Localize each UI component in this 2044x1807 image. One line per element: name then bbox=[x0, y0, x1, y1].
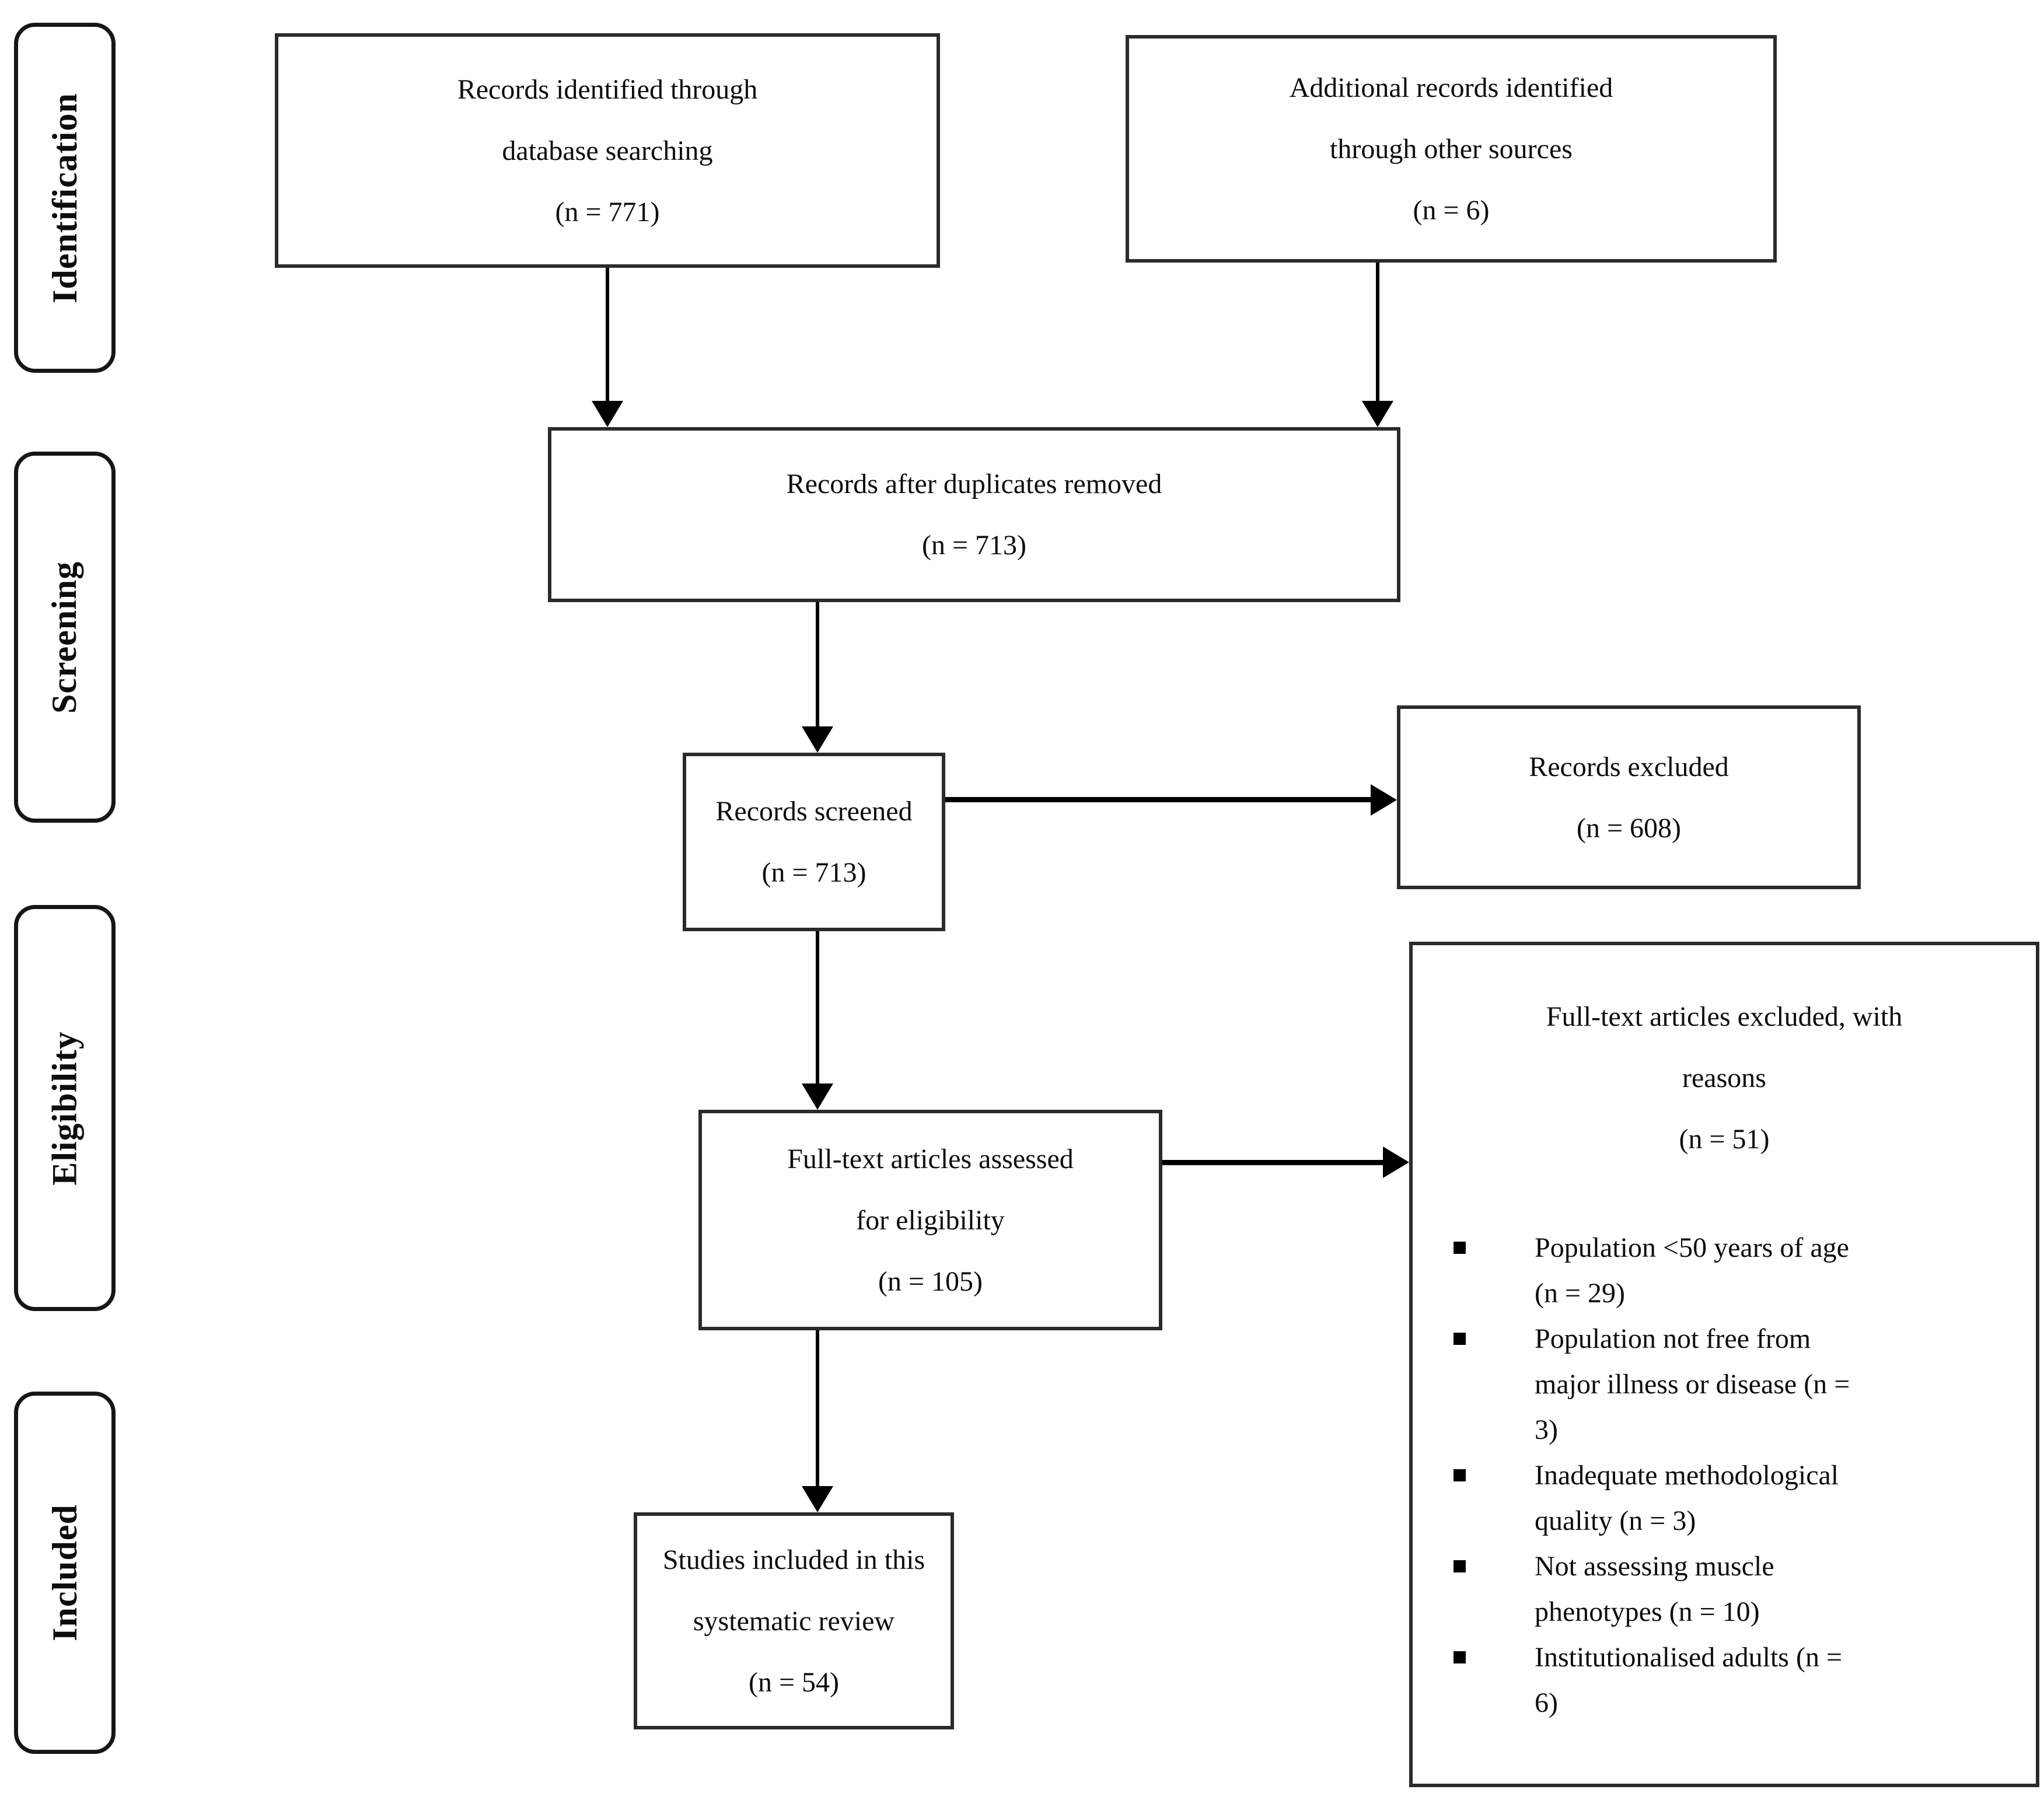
box-records-screened: Records screened (n = 713) bbox=[683, 753, 945, 931]
arrow-fulltext-to-included bbox=[816, 1330, 819, 1486]
exclusion-reason-text: Not assessing muscle phenotypes (n = 10) bbox=[1535, 1551, 1774, 1627]
arrow-screened-to-fulltext bbox=[816, 931, 819, 1083]
arrow-fulltext-to-excluded bbox=[1162, 1160, 1383, 1165]
box-records-screened-text: Records screened (n = 713) bbox=[715, 796, 913, 888]
box-studies-included: Studies included in this systematic revi… bbox=[634, 1512, 954, 1729]
box-fulltext-excluded: Full-text articles excluded, with reason… bbox=[1409, 942, 2039, 1787]
bullet-square-icon bbox=[1453, 1242, 1466, 1254]
box-fulltext-assessed: Full-text articles assessed for eligibil… bbox=[698, 1110, 1162, 1330]
box-fulltext-assessed-text: Full-text articles assessed for eligibil… bbox=[787, 1143, 1074, 1297]
arrow-identified-to-duplicates bbox=[606, 268, 609, 401]
box-after-duplicates: Records after duplicates removed (n = 71… bbox=[548, 427, 1400, 602]
stage-eligibility-label: Eligibility bbox=[45, 1030, 84, 1186]
arrowhead-down-icon bbox=[802, 1486, 833, 1512]
box-records-identified-text: Records identified through database sear… bbox=[457, 74, 758, 228]
box-studies-included-text: Studies included in this systematic revi… bbox=[662, 1544, 925, 1698]
list-item: Not assessing muscle phenotypes (n = 10) bbox=[1453, 1544, 2036, 1635]
arrow-other-sources-to-duplicates bbox=[1376, 263, 1379, 401]
bullet-square-icon bbox=[1453, 1469, 1466, 1481]
bullet-square-icon bbox=[1453, 1333, 1466, 1345]
list-item: Population <50 years of age (n = 29) bbox=[1453, 1225, 2036, 1316]
exclusion-reason-text: Population <50 years of age (n = 29) bbox=[1535, 1232, 1849, 1309]
arrow-screened-to-excluded bbox=[945, 797, 1371, 802]
stage-included-label: Included bbox=[45, 1504, 84, 1641]
stage-identification-label: Identification bbox=[45, 92, 84, 303]
exclusion-reason-text: Inadequate methodological quality (n = 3… bbox=[1535, 1460, 1839, 1536]
arrowhead-right-icon bbox=[1383, 1147, 1409, 1178]
arrowhead-down-icon bbox=[1362, 401, 1393, 427]
arrowhead-down-icon bbox=[802, 1083, 833, 1110]
stage-included: Included bbox=[14, 1392, 116, 1754]
box-records-excluded: Records excluded (n = 608) bbox=[1397, 705, 1861, 889]
exclusion-reason-list: Population <50 years of age (n = 29) Pop… bbox=[1413, 1225, 2036, 1726]
stage-screening-label: Screening bbox=[45, 561, 84, 714]
arrow-duplicates-to-screened bbox=[816, 602, 819, 726]
box-additional-records: Additional records identified through ot… bbox=[1126, 35, 1777, 263]
bullet-square-icon bbox=[1453, 1651, 1466, 1663]
box-records-identified: Records identified through database sear… bbox=[275, 33, 940, 268]
bullet-square-icon bbox=[1453, 1560, 1466, 1572]
arrowhead-right-icon bbox=[1371, 784, 1397, 816]
exclusion-reason-text: Population not free from major illness o… bbox=[1535, 1323, 1850, 1445]
box-additional-records-text: Additional records identified through ot… bbox=[1289, 72, 1613, 226]
box-after-duplicates-text: Records after duplicates removed (n = 71… bbox=[786, 469, 1162, 561]
arrowhead-down-icon bbox=[592, 401, 623, 427]
list-item: Inadequate methodological quality (n = 3… bbox=[1453, 1453, 2036, 1544]
stage-identification: Identification bbox=[14, 23, 116, 373]
arrowhead-down-icon bbox=[802, 726, 833, 753]
stage-eligibility: Eligibility bbox=[14, 905, 116, 1311]
stage-screening: Screening bbox=[14, 452, 116, 823]
box-fulltext-excluded-header: Full-text articles excluded, with reason… bbox=[1546, 1001, 1903, 1155]
list-item: Population not free from major illness o… bbox=[1453, 1316, 2036, 1453]
exclusion-reason-text: Institutionalised adults (n = 6) bbox=[1535, 1642, 1843, 1718]
box-records-excluded-text: Records excluded (n = 608) bbox=[1529, 751, 1729, 844]
list-item: Institutionalised adults (n = 6) bbox=[1453, 1635, 2036, 1726]
